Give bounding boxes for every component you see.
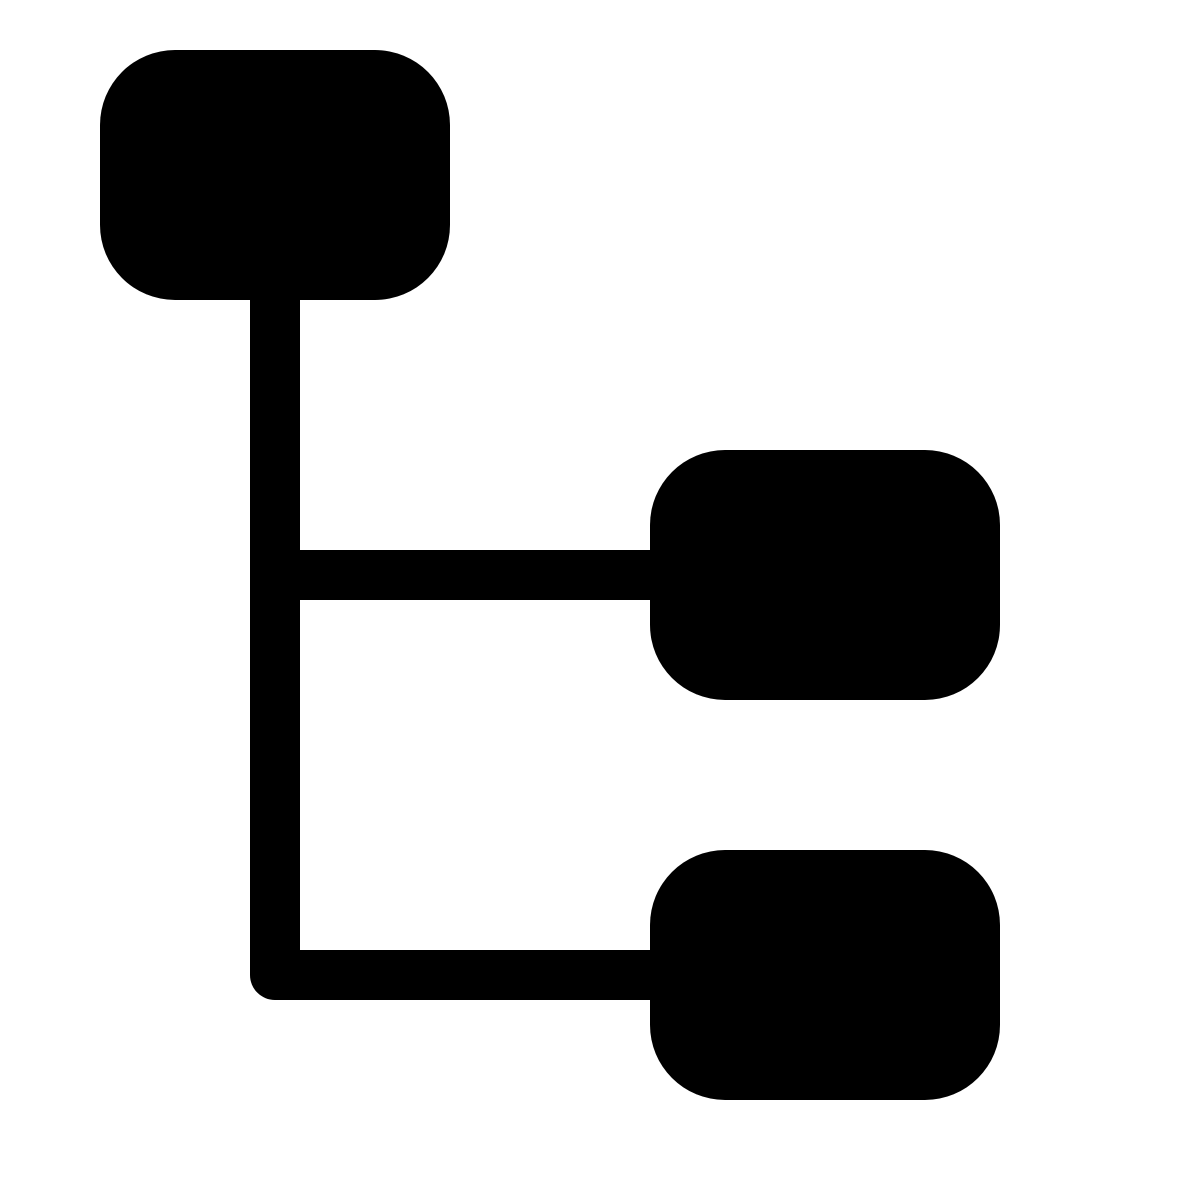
root-node [100, 50, 450, 300]
child-node-1 [650, 450, 1000, 700]
child-node-2 [650, 850, 1000, 1100]
connector-lines [250, 300, 650, 1000]
